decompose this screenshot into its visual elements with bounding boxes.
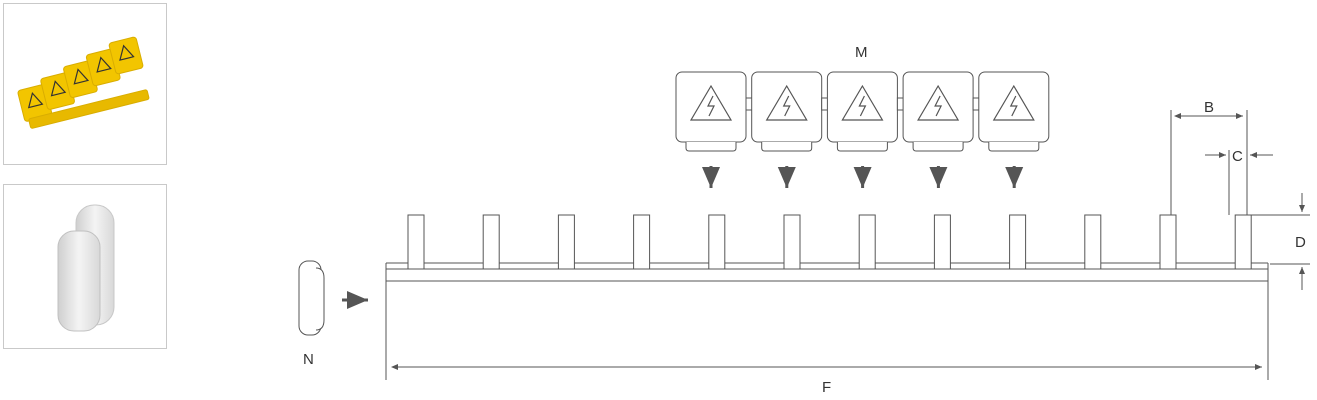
shroud-connector bbox=[896, 97, 904, 111]
shroud-cover bbox=[902, 71, 980, 152]
yellow-warning-cover-image bbox=[17, 36, 150, 129]
end-cap-photo bbox=[3, 184, 167, 349]
label-n: N bbox=[303, 351, 314, 368]
white-end-cap-image bbox=[57, 204, 115, 332]
shroud-connector bbox=[972, 97, 980, 111]
busbar-pin bbox=[1159, 214, 1177, 270]
busbar-pin bbox=[1234, 214, 1252, 270]
yellow-shroud-strip-photo bbox=[3, 3, 167, 165]
shroud-cover bbox=[826, 71, 904, 152]
shroud-cover bbox=[978, 71, 1050, 152]
busbar-pin bbox=[708, 214, 726, 270]
shroud-insert-arrows bbox=[702, 166, 1024, 188]
shroud-covers bbox=[675, 71, 1050, 152]
busbar-pin bbox=[482, 214, 500, 270]
label-f: F bbox=[822, 379, 831, 396]
busbar-pin bbox=[783, 214, 801, 270]
busbar-body bbox=[385, 262, 1269, 380]
label-m: M bbox=[855, 44, 868, 61]
shroud-connector bbox=[821, 97, 829, 111]
label-c: C bbox=[1232, 148, 1243, 165]
busbar-pin bbox=[858, 214, 876, 270]
dimension-c bbox=[1205, 150, 1273, 215]
busbar-pin bbox=[633, 214, 651, 270]
busbar-pin bbox=[407, 214, 425, 270]
shroud-cover bbox=[675, 71, 753, 152]
busbar-pin bbox=[1009, 214, 1027, 270]
busbar-pin bbox=[557, 214, 575, 270]
busbar-pins bbox=[407, 214, 1252, 270]
busbar-pin bbox=[933, 214, 951, 270]
label-b: B bbox=[1204, 99, 1214, 116]
busbar-pin bbox=[1084, 214, 1102, 270]
dimension-d bbox=[1248, 193, 1310, 290]
shroud-cover bbox=[751, 71, 829, 152]
dimension-b bbox=[1170, 110, 1248, 215]
shroud-connector bbox=[745, 97, 753, 111]
label-d: D bbox=[1295, 234, 1306, 251]
end-cap-drawing bbox=[298, 260, 325, 336]
